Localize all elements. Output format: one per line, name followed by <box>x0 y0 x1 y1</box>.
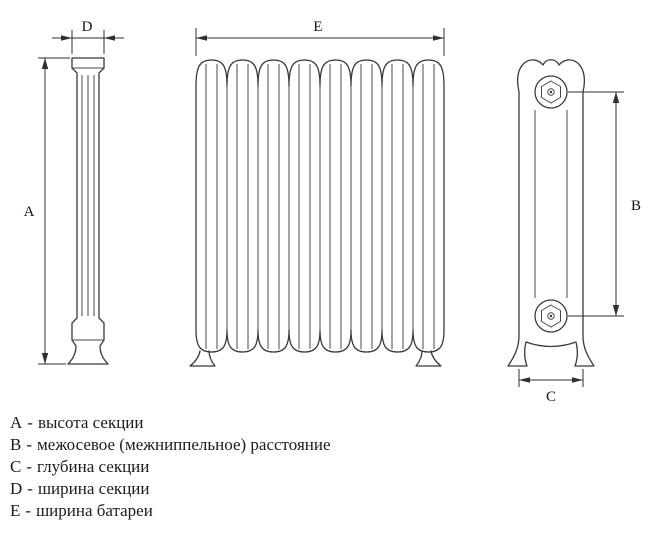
legend-letter: D <box>10 479 23 498</box>
dimension-E: E <box>196 19 444 56</box>
legend-letter: E <box>10 501 21 520</box>
dimension-label-e: E <box>313 19 322 35</box>
legend-item-c: C-глубина секции <box>10 456 660 478</box>
legend-separator: - <box>26 435 33 454</box>
bottom-nipple-center-dot <box>549 314 553 318</box>
side-section-view: B C <box>508 60 641 404</box>
legend-letter: C <box>10 457 22 476</box>
dimension-C: C <box>519 369 583 404</box>
legend-text: ширина секции <box>37 479 150 498</box>
side-section-outline <box>508 60 594 366</box>
dimension-B: B <box>568 92 641 316</box>
radiator-dimension-diagram: A D E <box>24 19 641 404</box>
dimension-A: A <box>24 58 70 364</box>
radiator-section-inner-lines <box>206 64 434 349</box>
top-nipple-hexagon <box>542 81 561 103</box>
bottom-nipple-hexagon <box>542 305 561 327</box>
dimension-D: D <box>52 19 124 54</box>
top-nipple <box>535 76 567 108</box>
dimension-a-extension-lines <box>38 58 70 364</box>
bottom-nipple <box>535 300 567 332</box>
section-profile-inner-lines <box>72 68 104 340</box>
legend-item-a: A-высота секции <box>10 412 660 434</box>
top-nipple-center-circle <box>548 89 554 95</box>
dimension-d-extension-lines <box>72 30 104 54</box>
legend-text: ширина батареи <box>36 501 153 520</box>
legend-text: глубина секции <box>37 457 150 476</box>
legend-separator: - <box>27 479 33 498</box>
side-profile-view: A D <box>24 19 124 364</box>
radiator-bottom-scallops <box>196 330 444 352</box>
radiator-section-boundaries <box>227 86 413 330</box>
side-section-inner-lines <box>535 110 567 298</box>
legend-text: межосевое (межниппельное) расстояние <box>37 435 331 454</box>
legend-separator: - <box>26 457 33 476</box>
dimension-label-c: C <box>546 389 556 404</box>
front-view: E <box>190 19 444 366</box>
dimension-label-a: A <box>24 204 35 220</box>
legend-letter: B <box>10 435 22 454</box>
radiator-side-edges <box>196 86 444 330</box>
radiator-right-foot <box>416 351 441 366</box>
legend-letter: A <box>10 413 23 432</box>
legend-item-e: E-ширина батареи <box>10 500 660 522</box>
section-profile-outline <box>68 58 108 364</box>
legend-item-b: B-межосевое (межниппельное) расстояние <box>10 434 660 456</box>
dimension-c-extension-lines <box>519 369 583 387</box>
radiator-left-foot <box>190 351 215 366</box>
bottom-nipple-center-circle <box>548 313 554 319</box>
dimension-label-d: D <box>82 19 93 35</box>
dimension-d-arrowheads <box>61 35 115 41</box>
dimension-b-extension-lines <box>568 92 624 316</box>
bottom-nipple-circle <box>535 300 567 332</box>
dimension-label-b: B <box>631 198 641 214</box>
radiator-top-scallops <box>196 60 444 86</box>
legend-text: высота секции <box>37 413 144 432</box>
top-nipple-center-dot <box>549 90 553 94</box>
top-nipple-circle <box>535 76 567 108</box>
legend-separator: - <box>25 501 32 520</box>
dimension-e-extension-lines <box>196 28 444 56</box>
legend-separator: - <box>27 413 33 432</box>
legend: A-высота секции B-межосевое (межниппельн… <box>0 404 660 522</box>
legend-item-d: D-ширина секции <box>10 478 660 500</box>
